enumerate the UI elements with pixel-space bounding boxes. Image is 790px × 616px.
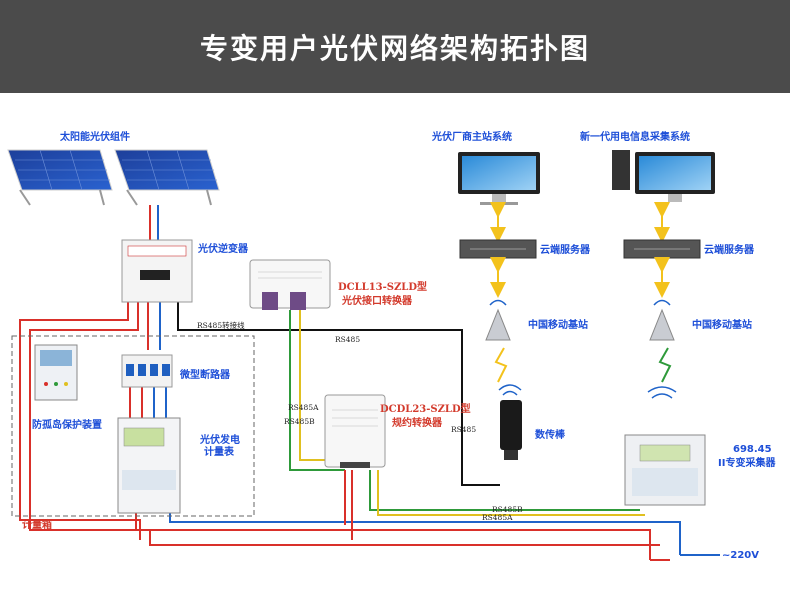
pv-station-monitor xyxy=(458,152,540,205)
bus-rs485a-label: RS485A xyxy=(482,513,513,522)
anti-island-device xyxy=(34,344,78,401)
dcll13-name-label: 光伏接口转换器 xyxy=(341,294,413,307)
base-right-label: 中国移动基站 xyxy=(692,318,752,331)
cloud-server-right xyxy=(623,239,701,259)
dcdl23-model-label: DCDL23-SZLD型 xyxy=(380,402,471,415)
rs485-label-top: RS485 xyxy=(335,335,360,344)
base-station-right xyxy=(649,299,675,341)
micro-breaker xyxy=(121,354,173,388)
pv-inverter xyxy=(121,239,193,303)
page-title: 专变用户光伏网络架构拓扑图 xyxy=(199,31,590,65)
solar-panel-right xyxy=(114,149,220,206)
ii-collector-terminal xyxy=(624,386,706,506)
collection-system-label: 新一代用电信息采集系统 xyxy=(580,130,690,143)
dcdl23-converter xyxy=(324,394,386,468)
cloud-server-left xyxy=(459,239,537,259)
title-bar: 专变用户光伏网络架构拓扑图 xyxy=(0,0,790,93)
dtu-label: 数传棒 xyxy=(535,428,566,441)
dcdl23-name-label: 规约转换器 xyxy=(392,416,443,429)
rs485-cable-label: RS485转接线 xyxy=(197,320,245,330)
pv-station-label: 光伏厂商主站系统 xyxy=(431,130,512,143)
terminal-name-label: II专变采集器 xyxy=(718,456,776,469)
wireless-link-right xyxy=(658,347,672,383)
pv-meter-label-1: 光伏发电 xyxy=(199,433,240,446)
voltage-label: ~220V xyxy=(722,550,759,561)
base-station-left xyxy=(485,299,511,341)
anti-island-label: 防孤岛保护装置 xyxy=(32,418,102,431)
rs485b-label: RS485B xyxy=(284,417,315,426)
pv-energy-meter xyxy=(117,417,181,514)
rs485a-label: RS485A xyxy=(288,403,319,412)
inverter-label: 光伏逆变器 xyxy=(197,242,249,255)
solar-panels-label: 太阳能光伏组件 xyxy=(59,130,130,143)
collection-system-monitor xyxy=(612,150,715,202)
metering-box-label: 计量箱 xyxy=(22,518,52,531)
bus-rs485b-label: RS485B xyxy=(492,505,523,514)
solar-panel-left xyxy=(7,149,113,206)
base-left-label: 中国移动基站 xyxy=(528,318,588,331)
wireless-link-left xyxy=(494,347,508,383)
rs485-label-right: RS485 xyxy=(451,425,476,434)
server-right-label: 云端服务器 xyxy=(704,243,755,256)
dcll13-model-label: DCLL13-SZLD型 xyxy=(338,280,427,293)
dcll13-converter xyxy=(249,259,331,310)
server-left-label: 云端服务器 xyxy=(540,243,591,256)
pv-meter-label-2: 计量表 xyxy=(204,445,235,458)
data-transfer-unit xyxy=(498,384,522,460)
metering-box xyxy=(11,335,255,517)
terminal-model-label: 698.45 xyxy=(733,444,772,455)
breaker-label: 微型断路器 xyxy=(179,368,231,381)
